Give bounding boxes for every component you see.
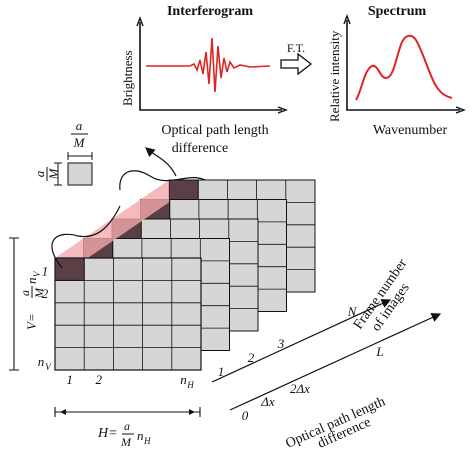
opl-tick: L — [375, 344, 383, 359]
v-tick-2: 2 — [42, 286, 49, 301]
frame-axis-line — [211, 299, 392, 383]
h-dimension-label: H= — [97, 426, 118, 441]
pixel-to-interferogram-connectors — [51, 147, 206, 269]
spectrum-arrowheads — [343, 14, 466, 114]
vertical-dimension: V= a M n V — [9, 237, 46, 371]
h-dim-n: n — [137, 428, 144, 443]
interferogram-xlabel-line2: difference — [172, 141, 228, 156]
ft-label: F.T. — [287, 41, 305, 55]
h-frac-num: a — [124, 419, 130, 433]
connector-curve — [119, 170, 206, 191]
interferogram-ylabel: Brightness — [120, 50, 135, 106]
spectrum-ylabel: Relative intensity — [327, 30, 342, 122]
v-tick-1: 1 — [42, 263, 49, 278]
opl-tick: Δx — [260, 394, 275, 409]
spectrum-axes — [346, 20, 460, 111]
frame-tick: N — [347, 304, 358, 319]
selected-pixel — [54, 257, 85, 281]
h-tick-1: 1 — [66, 372, 73, 387]
opl-axis-line — [229, 313, 442, 411]
h-tick-sub: H — [186, 380, 194, 390]
interferogram-arrowheads — [136, 16, 288, 114]
interferogram-xlabel-line1: Optical path length — [161, 123, 268, 138]
pixel-height-den: M — [46, 167, 61, 180]
horizontal-dimension: H= a M n H — [54, 407, 201, 449]
v-dim-sub: V — [32, 270, 42, 277]
v-dim-n: n — [24, 278, 39, 285]
interferogram-panel: Interferogram Brightness Optical path le… — [120, 4, 288, 156]
connector-curve — [51, 205, 121, 269]
opl-tick: 2Δx — [290, 381, 310, 396]
frame-tick: 3 — [277, 336, 285, 351]
interferogram-curve — [146, 37, 271, 93]
spectrum-panel: Spectrum Relative intensity Wavenumber — [327, 4, 466, 138]
v-frac-num: a — [18, 290, 32, 296]
v-tick-sub: V — [45, 362, 52, 372]
pixel-size-indicator: a M a M — [32, 118, 93, 186]
pixel-width-num: a — [76, 118, 83, 133]
spectrum-curve — [355, 34, 453, 101]
pixel-width-den: M — [73, 135, 86, 150]
fourier-transform-arrow: F.T. — [280, 41, 313, 76]
opl-tick: 0 — [242, 408, 249, 423]
frame-rect — [54, 257, 202, 371]
highlighted-pixel-row — [55, 180, 169, 281]
v-dimension-label: V= — [24, 313, 39, 330]
frame-tick: 2 — [248, 350, 255, 365]
h-tick-n: n — [180, 372, 187, 387]
spectrum-xlabel: Wavenumber — [373, 123, 448, 138]
interferogram-title: Interferogram — [167, 4, 253, 19]
pixel-height-num: a — [32, 170, 47, 177]
front-image-frame — [54, 257, 202, 371]
single-pixel — [67, 162, 93, 186]
v-tick-n: n — [38, 354, 45, 369]
h-dim-sub: H — [143, 436, 151, 446]
spectrum-title: Spectrum — [368, 4, 427, 19]
frame-tick: 1 — [218, 364, 225, 379]
v-frac-den: M — [32, 287, 46, 299]
hollow-arrow — [280, 52, 313, 76]
interferogram-axes — [139, 22, 282, 111]
connector-arrow — [145, 147, 177, 177]
h-frac-den: M — [120, 435, 132, 449]
h-tick-2: 2 — [96, 372, 103, 387]
